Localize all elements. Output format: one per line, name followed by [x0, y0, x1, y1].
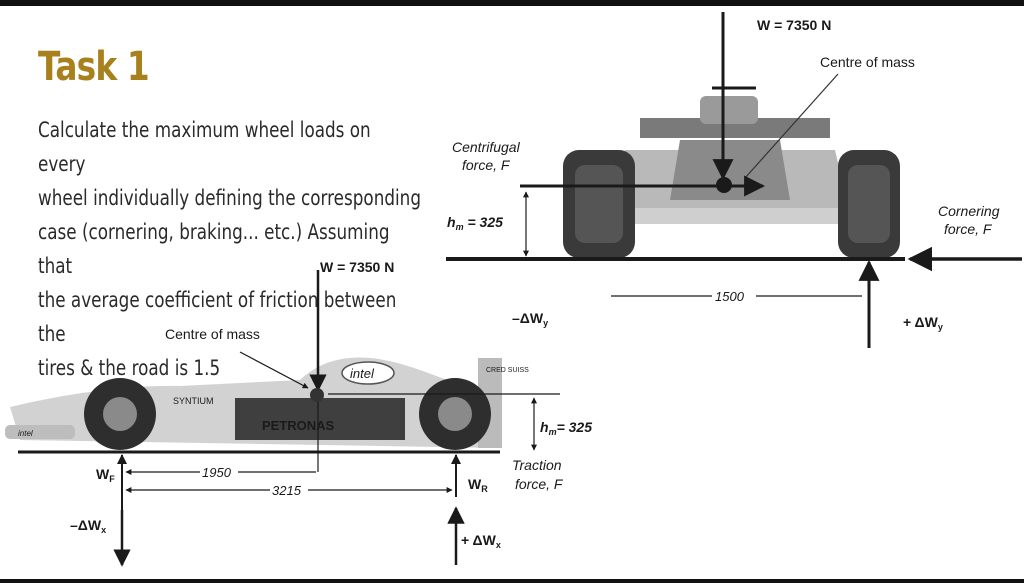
side-credit-suisse-logo: CRED SUISS	[486, 367, 529, 374]
front-com-leader	[744, 73, 839, 179]
side-sidepod	[235, 398, 405, 440]
cornering-label-line2: force, F	[944, 221, 993, 237]
side-plus-dwx-label: + ΔWx	[461, 532, 501, 550]
side-weight-label: W = 7350 N	[320, 259, 394, 275]
side-intel-logo: intel	[350, 366, 375, 381]
side-front-rim	[103, 397, 137, 431]
front-cockpit	[670, 140, 790, 200]
front-left-tyre-tread	[575, 165, 623, 243]
side-com-leader	[239, 351, 309, 389]
side-intel-logo-oval	[341, 361, 395, 385]
front-com-label: Centre of mass	[820, 54, 915, 70]
side-wf-label: WF	[96, 466, 115, 484]
front-plus-dwy-label: + ΔWy	[903, 314, 943, 332]
front-right-tyre-tread	[848, 165, 890, 243]
top-border	[0, 0, 1024, 6]
side-1950-label: 1950	[202, 465, 232, 480]
front-rear-wing	[640, 118, 830, 138]
side-hm-label: hm= 325	[540, 419, 592, 437]
front-hm-label: hm = 325	[447, 214, 503, 232]
track-label-bg	[712, 288, 756, 304]
track-dimension-label: 1500	[715, 289, 745, 304]
front-weight-label: W = 7350 N	[757, 17, 831, 33]
traction-label-line2: force, F	[515, 476, 564, 492]
side-com-label: Centre of mass	[165, 326, 260, 342]
bottom-border	[0, 579, 1024, 583]
centrifugal-label-line2: force, F	[462, 157, 511, 173]
side-car-illustration: intel PETRONAS SYNTIUM CRED SUISS intel	[5, 357, 529, 450]
front-airbox	[700, 96, 758, 124]
centrifugal-label-line1: Centrifugal	[452, 139, 521, 155]
cornering-label-line1: Cornering	[938, 203, 1000, 219]
side-1950-label-bg	[200, 464, 238, 480]
traction-label-line1: Traction	[512, 457, 562, 473]
side-petronas-logo: PETRONAS	[262, 418, 335, 433]
task-title: Task 1	[38, 44, 150, 90]
front-view: W = 7350 N Centre of mass Centrifugal fo…	[446, 12, 1022, 348]
front-minus-dwy-label: –ΔWy	[512, 310, 548, 328]
front-car-illustration	[563, 96, 900, 258]
side-3215-label-bg	[270, 482, 308, 498]
front-wing	[598, 208, 868, 224]
side-centre-of-mass-dot	[310, 388, 324, 402]
side-minus-dwx-label: –ΔWx	[70, 517, 106, 535]
side-3215-label: 3215	[272, 483, 302, 498]
side-front-wing	[5, 425, 75, 439]
side-view: intel PETRONAS SYNTIUM CRED SUISS intel …	[5, 259, 592, 567]
side-intel-nose-logo: intel	[18, 429, 33, 438]
side-rear-rim	[438, 397, 472, 431]
task-description: Calculate the maximum wheel loads on eve…	[38, 118, 421, 380]
side-wr-label: WR	[468, 476, 488, 494]
side-syntium-logo: SYNTIUM	[173, 396, 214, 406]
